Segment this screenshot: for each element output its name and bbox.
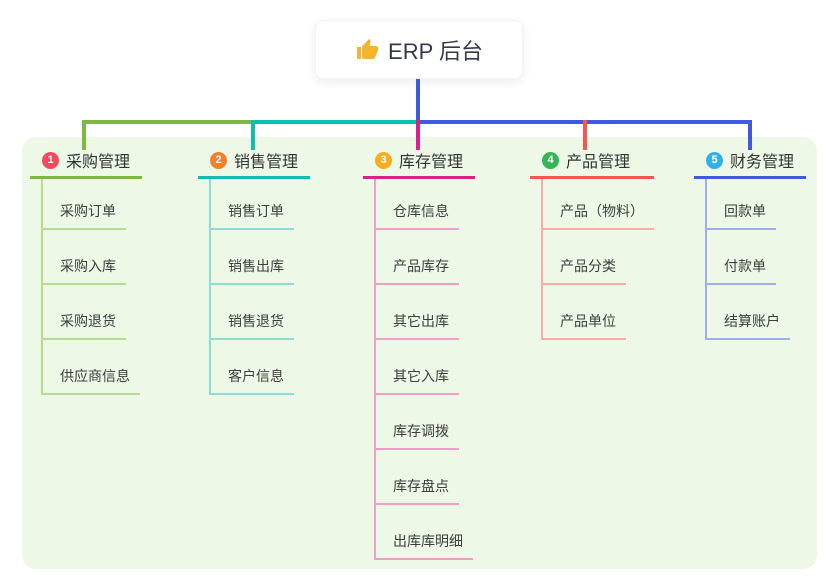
subtopic-node[interactable]: 客户信息 [211, 340, 310, 395]
branch-number-badge: 4 [542, 151, 559, 169]
subtopic-label: 付款单 [707, 256, 776, 285]
subtopic-label: 回款单 [707, 201, 776, 230]
subtopic-label: 销售出库 [211, 256, 294, 285]
subtopic-label: 其它出库 [376, 311, 459, 340]
branch-number-badge: 2 [210, 151, 227, 169]
subtopic-label: 采购订单 [43, 201, 126, 230]
branch-3: 3 库存管理 仓库信息 产品库存 其它出库 其它入库 库存调拨 库存盘点 出库库… [363, 150, 475, 560]
subtopic-node[interactable]: 结算账户 [707, 285, 806, 340]
branch-drop-line-3 [416, 120, 420, 150]
branch-4: 4 产品管理 产品（物料） 产品分类 产品单位 [530, 150, 654, 340]
subtopic-node[interactable]: 产品（物料） [543, 179, 654, 230]
branch-header-1[interactable]: 1 采购管理 [30, 150, 142, 179]
subtopic-label: 出库库明细 [376, 531, 473, 560]
branch-drop-line-4 [583, 120, 587, 150]
branch-1: 1 采购管理 采购订单 采购入库 采购退货 供应商信息 [30, 150, 142, 395]
subtopic-label: 销售退货 [211, 311, 294, 340]
branch-children: 销售订单 销售出库 销售退货 客户信息 [209, 179, 310, 395]
branch-number-badge: 5 [706, 151, 723, 169]
subtopic-label: 仓库信息 [376, 201, 459, 230]
branch-header-3[interactable]: 3 库存管理 [363, 150, 475, 179]
root-node-label: ERP 后台 [388, 38, 483, 64]
branch-children: 仓库信息 产品库存 其它出库 其它入库 库存调拨 库存盘点 出库库明细 [374, 179, 475, 560]
branch-children: 产品（物料） 产品分类 产品单位 [541, 179, 654, 340]
branch-header-4[interactable]: 4 产品管理 [530, 150, 654, 179]
subtopic-node[interactable]: 产品单位 [543, 285, 654, 340]
tree-horizontal-line-2 [253, 120, 420, 124]
subtopic-node[interactable]: 库存调拨 [376, 395, 475, 450]
branch-drop-line-1 [82, 120, 86, 150]
subtopic-node[interactable]: 产品库存 [376, 230, 475, 285]
subtopic-label: 产品分类 [543, 256, 626, 285]
subtopic-node[interactable]: 库存盘点 [376, 450, 475, 505]
subtopic-label: 采购入库 [43, 256, 126, 285]
subtopic-node[interactable]: 供应商信息 [43, 340, 142, 395]
branch-children: 回款单 付款单 结算账户 [705, 179, 806, 340]
subtopic-node[interactable]: 采购入库 [43, 230, 142, 285]
subtopic-node[interactable]: 采购订单 [43, 179, 142, 230]
subtopic-node[interactable]: 产品分类 [543, 230, 654, 285]
subtopic-node[interactable]: 其它出库 [376, 285, 475, 340]
mindmap-background-panel [22, 137, 817, 569]
subtopic-label: 库存调拨 [376, 421, 459, 450]
subtopic-node[interactable]: 回款单 [707, 179, 806, 230]
subtopic-label: 销售订单 [211, 201, 294, 230]
subtopic-node[interactable]: 销售退货 [211, 285, 310, 340]
subtopic-label: 结算账户 [707, 311, 790, 340]
branch-title: 库存管理 [399, 154, 464, 171]
branch-title: 采购管理 [66, 154, 131, 171]
subtopic-node[interactable]: 出库库明细 [376, 505, 475, 560]
subtopic-label: 产品（物料） [543, 201, 654, 230]
subtopic-label: 库存盘点 [376, 476, 459, 505]
branch-drop-line-5 [748, 120, 752, 150]
subtopic-label: 产品单位 [543, 311, 626, 340]
thumbs-up-icon [357, 38, 379, 59]
branch-title: 产品管理 [566, 154, 631, 171]
tree-horizontal-line-1 [84, 120, 255, 124]
branch-header-2[interactable]: 2 销售管理 [198, 150, 310, 179]
branch-2: 2 销售管理 销售订单 销售出库 销售退货 客户信息 [198, 150, 310, 395]
root-connector-line [416, 79, 420, 122]
subtopic-node[interactable]: 销售出库 [211, 230, 310, 285]
branch-number-badge: 1 [42, 151, 59, 169]
branch-children: 采购订单 采购入库 采购退货 供应商信息 [41, 179, 142, 395]
root-node-erp-backend[interactable]: ERP 后台 [315, 20, 523, 79]
subtopic-node[interactable]: 付款单 [707, 230, 806, 285]
subtopic-label: 产品库存 [376, 256, 459, 285]
branch-title: 销售管理 [234, 154, 299, 171]
subtopic-label: 供应商信息 [43, 366, 140, 395]
branch-5: 5 财务管理 回款单 付款单 结算账户 [694, 150, 806, 340]
subtopic-node[interactable]: 仓库信息 [376, 179, 475, 230]
subtopic-label: 其它入库 [376, 366, 459, 395]
subtopic-node[interactable]: 其它入库 [376, 340, 475, 395]
subtopic-node[interactable]: 采购退货 [43, 285, 142, 340]
subtopic-label: 采购退货 [43, 311, 126, 340]
branch-drop-line-2 [251, 120, 255, 150]
branch-title: 财务管理 [730, 154, 795, 171]
branch-header-5[interactable]: 5 财务管理 [694, 150, 806, 179]
subtopic-label: 客户信息 [211, 366, 294, 395]
branch-number-badge: 3 [375, 151, 392, 169]
subtopic-node[interactable]: 销售订单 [211, 179, 310, 230]
